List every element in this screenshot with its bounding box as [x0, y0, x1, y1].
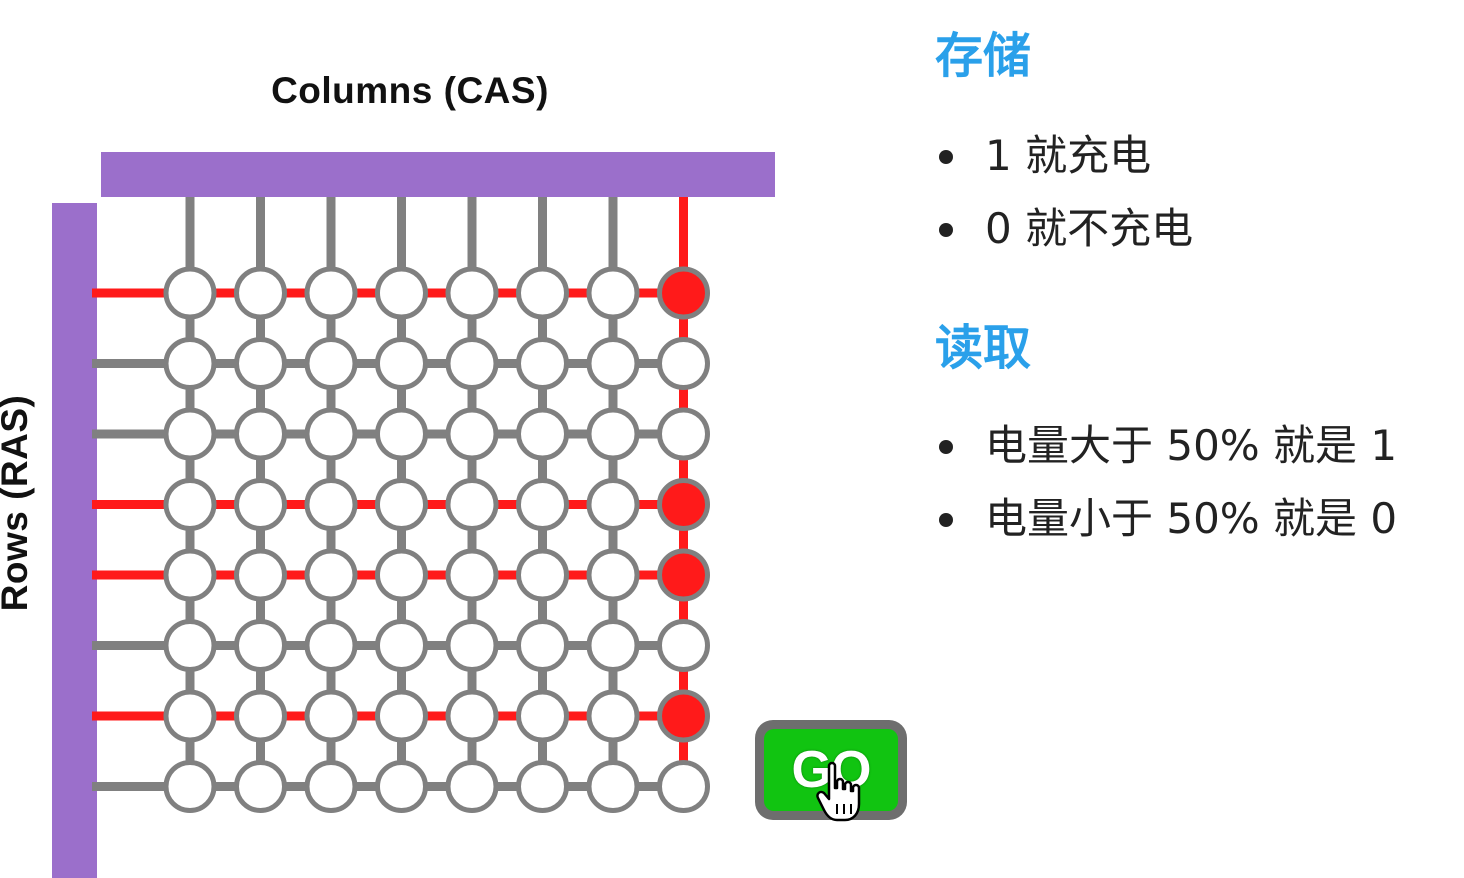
memory-cell [234, 337, 287, 390]
memory-grid-diagram [52, 152, 775, 878]
rows-label: Rows (RAS) [0, 394, 35, 612]
memory-cell [163, 407, 217, 461]
memory-cell [234, 478, 287, 531]
list-item: 电量小于 50% 就是 0 [935, 491, 1397, 564]
memory-cell [516, 760, 569, 813]
memory-cell [516, 266, 569, 320]
memory-cell [586, 689, 640, 743]
memory-cell [445, 478, 499, 531]
store-heading: 存储 [935, 28, 1032, 84]
memory-cell [163, 548, 217, 602]
memory-cell [586, 619, 640, 672]
memory-cell [445, 548, 499, 602]
memory-cell [586, 760, 640, 813]
store-list: 1 就充电 0 就不充电 [935, 128, 1193, 274]
memory-cell [163, 689, 217, 743]
memory-cell [234, 760, 287, 813]
memory-cell [375, 760, 428, 813]
memory-cell [445, 337, 499, 390]
memory-cell [234, 689, 287, 743]
memory-cell-charged [657, 689, 710, 743]
memory-cell [586, 266, 640, 320]
memory-cell [516, 337, 569, 390]
memory-cell [516, 478, 569, 531]
memory-cell [163, 337, 217, 390]
memory-cell [516, 407, 569, 461]
memory-cell-charged [657, 548, 710, 602]
memory-cell [304, 548, 358, 602]
memory-cell [234, 548, 287, 602]
memory-cell [445, 266, 499, 320]
memory-cell [445, 760, 499, 813]
memory-cell [375, 478, 428, 531]
memory-cell [445, 689, 499, 743]
columns-label: Columns (CAS) [271, 70, 549, 111]
read-list: 电量大于 50% 就是 1 电量小于 50% 就是 0 [935, 418, 1397, 564]
memory-cell-charged [657, 478, 710, 531]
memory-cell [586, 407, 640, 461]
memory-cell [516, 548, 569, 602]
list-item: 电量大于 50% 就是 1 [935, 418, 1397, 491]
list-item: 1 就充电 [935, 128, 1193, 201]
row-bus [52, 203, 97, 878]
hand-pointer-icon [816, 761, 861, 822]
memory-cell [304, 689, 358, 743]
memory-cell [586, 548, 640, 602]
memory-cell [234, 407, 287, 461]
memory-cell [163, 478, 217, 531]
memory-cell [375, 266, 428, 320]
memory-cell [304, 760, 358, 813]
memory-cell [234, 619, 287, 672]
memory-cell [304, 266, 358, 320]
memory-cell [375, 548, 428, 602]
memory-cell-charged [657, 266, 710, 320]
memory-cell [375, 337, 428, 390]
memory-cell [304, 619, 358, 672]
memory-cell [375, 619, 428, 672]
memory-cell [375, 689, 428, 743]
memory-cell [516, 619, 569, 672]
memory-cell [375, 407, 428, 461]
memory-cell [657, 337, 710, 390]
memory-cell [657, 619, 710, 672]
memory-cell [304, 337, 358, 390]
memory-cell [234, 266, 287, 320]
read-heading: 读取 [935, 320, 1032, 376]
column-bus [101, 152, 775, 197]
memory-cell [163, 619, 217, 672]
memory-cell [163, 760, 217, 813]
memory-cell [304, 478, 358, 531]
memory-cell [586, 337, 640, 390]
memory-cell [657, 760, 710, 813]
memory-cell [657, 407, 710, 461]
memory-cell [516, 689, 569, 743]
memory-cell [586, 478, 640, 531]
memory-cell [445, 407, 499, 461]
memory-cell [304, 407, 358, 461]
memory-cell [445, 619, 499, 672]
list-item: 0 就不充电 [935, 201, 1193, 274]
memory-cell [163, 266, 217, 320]
